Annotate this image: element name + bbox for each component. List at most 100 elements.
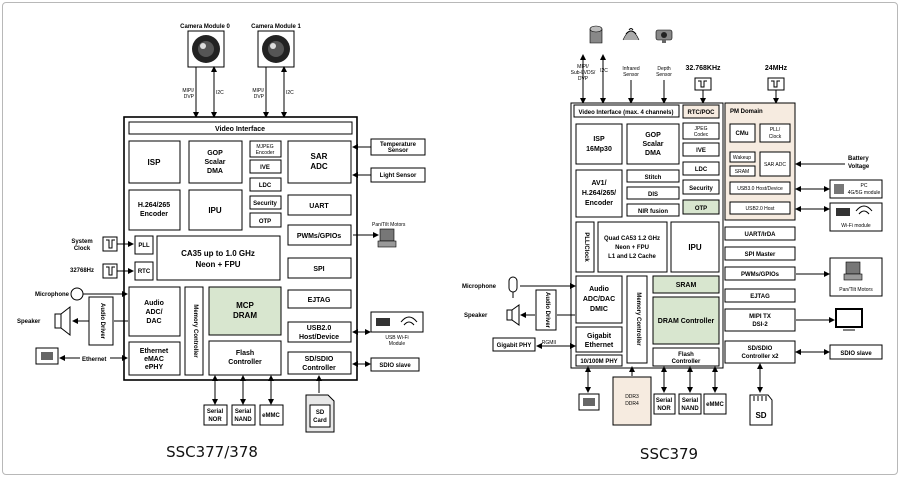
pll-clock-block: PLL/Clock	[575, 221, 595, 273]
modem-4g5g: PC 4G/5G module	[795, 179, 883, 199]
crystal-24m: 24MHz	[765, 65, 788, 104]
emmc: eMMC	[259, 404, 284, 426]
quad-ca53-block: Quad CA53 1.2 GHz Neon + FPU L1 and L2 C…	[597, 221, 668, 273]
svg-text:PLL/: PLL/	[770, 127, 781, 133]
svg-text:10/100M PHY: 10/100M PHY	[580, 359, 617, 365]
jpeg-codec-block: JPEG Codec	[682, 122, 720, 140]
svg-text:Serial: Serial	[207, 409, 224, 415]
temperature-sensor: Temperature Sensor	[352, 138, 426, 156]
svg-text:ADC/: ADC/	[145, 309, 162, 316]
svg-text:Audio: Audio	[589, 286, 609, 293]
ldc-block: LDC	[682, 161, 720, 176]
serial-nor: Serial NOR	[653, 393, 676, 415]
svg-text:Temperature: Temperature	[380, 142, 417, 148]
svg-text:Audio Driver: Audio Driver	[99, 303, 105, 340]
svg-text:32768Hz: 32768Hz	[70, 268, 94, 274]
svg-text:ADC/DAC: ADC/DAC	[583, 296, 615, 303]
svg-text:GOP: GOP	[645, 132, 661, 139]
svg-text:DMIC: DMIC	[590, 306, 608, 313]
ldc-block: LDC	[249, 177, 282, 192]
svg-text:PLL: PLL	[138, 243, 150, 249]
svg-text:DMA: DMA	[645, 150, 661, 157]
wifi-module: Wi-Fi module	[795, 202, 883, 232]
sd-card: SD	[749, 394, 773, 426]
svg-text:Ethernet: Ethernet	[585, 342, 614, 349]
audio-driver: Audio Driver	[535, 289, 557, 331]
sar-adc-block: SAR ADC	[287, 140, 352, 184]
serial-nand: Serial NAND	[231, 404, 256, 426]
sdio-slave: SDIO slave	[352, 357, 420, 372]
ssc379-diagram: MIPI/ Sub-LVDS/ DVP I2C Infrared Sensor …	[462, 25, 883, 463]
svg-text:Security: Security	[689, 186, 713, 192]
video-interface-4ch: Video Interface (max. 4 channels)	[573, 104, 680, 118]
crystal-32k: 32.768KHz	[685, 65, 721, 104]
svg-text:Depth: Depth	[657, 66, 671, 72]
camera-module-1: Camera Module 1	[251, 24, 302, 68]
svg-text:Clock: Clock	[769, 134, 782, 140]
gigabit-phy: Gigabit PHY RGMII	[492, 337, 576, 352]
gop-scalar-dma-block: GOP Scalar DMA	[626, 123, 680, 165]
speaker: Speaker	[464, 304, 575, 326]
svg-text:eMMC: eMMC	[706, 402, 724, 408]
sd-sdio-controller-block: SD/SDIO Controller x2	[724, 340, 796, 364]
svg-text:Voltage: Voltage	[848, 164, 870, 170]
svg-text:DVP: DVP	[254, 94, 265, 100]
pwm-gpio-block: PWMs/GPIOs	[287, 224, 352, 246]
ddr-memory: DDR3 DDR4	[612, 376, 652, 426]
cpu-block: CA35 up to 1.0 GHz Neon + FPU	[156, 235, 281, 281]
ive-block: IVE	[249, 159, 282, 174]
svg-text:GOP: GOP	[207, 150, 223, 157]
wakeup-block	[729, 151, 756, 163]
svg-text:Gigabit PHY: Gigabit PHY	[497, 343, 532, 349]
serial-nor: Serial NOR	[203, 404, 228, 426]
svg-text:Quad CA53 1.2 GHz: Quad CA53 1.2 GHz	[604, 236, 660, 242]
rtc-block: RTC	[134, 261, 154, 281]
dis-block: DIS	[626, 186, 680, 200]
svg-text:Audio Driver: Audio Driver	[544, 292, 550, 329]
svg-text:IPU: IPU	[208, 206, 222, 215]
svg-text:SD/SDIO: SD/SDIO	[305, 356, 334, 363]
svg-text:Battery: Battery	[848, 156, 869, 162]
svg-text:MIPI TX: MIPI TX	[749, 314, 771, 320]
ipu-block: IPU	[188, 189, 243, 231]
svg-text:NAND: NAND	[681, 406, 699, 412]
svg-text:16Mp30: 16Mp30	[586, 146, 612, 153]
emmc: eMMC	[703, 393, 727, 415]
svg-text:Camera Module 0: Camera Module 0	[180, 24, 230, 30]
clock-32768: 32768Hz	[70, 263, 134, 279]
microphone: Microphone	[35, 287, 128, 301]
svg-text:PM Domain: PM Domain	[730, 109, 763, 115]
spi-block: SPI	[287, 257, 352, 279]
svg-text:ePHY: ePHY	[145, 364, 164, 371]
usb3-block	[729, 181, 791, 195]
isp-block: ISP	[128, 140, 181, 184]
svg-text:CA35 up to 1.0 GHz: CA35 up to 1.0 GHz	[181, 249, 255, 258]
svg-text:DRAM: DRAM	[233, 311, 257, 320]
memory-controller-block: Memory Controller	[626, 275, 648, 364]
usb-wifi-module: USB Wi-Fi Module	[352, 311, 424, 347]
infrared-sensor-icon	[622, 28, 640, 41]
svg-text:ADC: ADC	[310, 162, 328, 171]
pan-tilt-motors: Pan/Tilt Motors	[796, 257, 883, 297]
svg-text:L1 and L2 Cache: L1 and L2 Cache	[608, 254, 656, 260]
svg-text:IVE: IVE	[260, 165, 270, 171]
svg-text:USB2.0 Host: USB2.0 Host	[746, 206, 776, 212]
svg-text:USB2.0: USB2.0	[307, 325, 332, 332]
svg-text:Encoder: Encoder	[585, 200, 613, 207]
otp-block: OTP	[249, 212, 282, 228]
ejtag-block: EJTAG	[724, 288, 796, 303]
battery-voltage: Battery Voltage	[795, 156, 870, 170]
svg-text:System: System	[71, 239, 92, 245]
svg-text:eMAC: eMAC	[144, 356, 164, 363]
svg-text:USB3.0 Host/Device: USB3.0 Host/Device	[737, 186, 783, 192]
svg-text:SD: SD	[755, 411, 766, 420]
svg-text:Flash: Flash	[678, 352, 694, 358]
svg-text:Audio: Audio	[144, 300, 164, 307]
depth-sensor-icon	[655, 29, 673, 43]
svg-text:DRAM Controller: DRAM Controller	[658, 318, 715, 325]
svg-text:RTC/POC: RTC/POC	[688, 110, 716, 116]
svg-text:Ethernet: Ethernet	[82, 357, 106, 363]
svg-text:I2C: I2C	[600, 68, 608, 74]
h264-encoder-block: H.264/265 Encoder	[128, 189, 181, 231]
